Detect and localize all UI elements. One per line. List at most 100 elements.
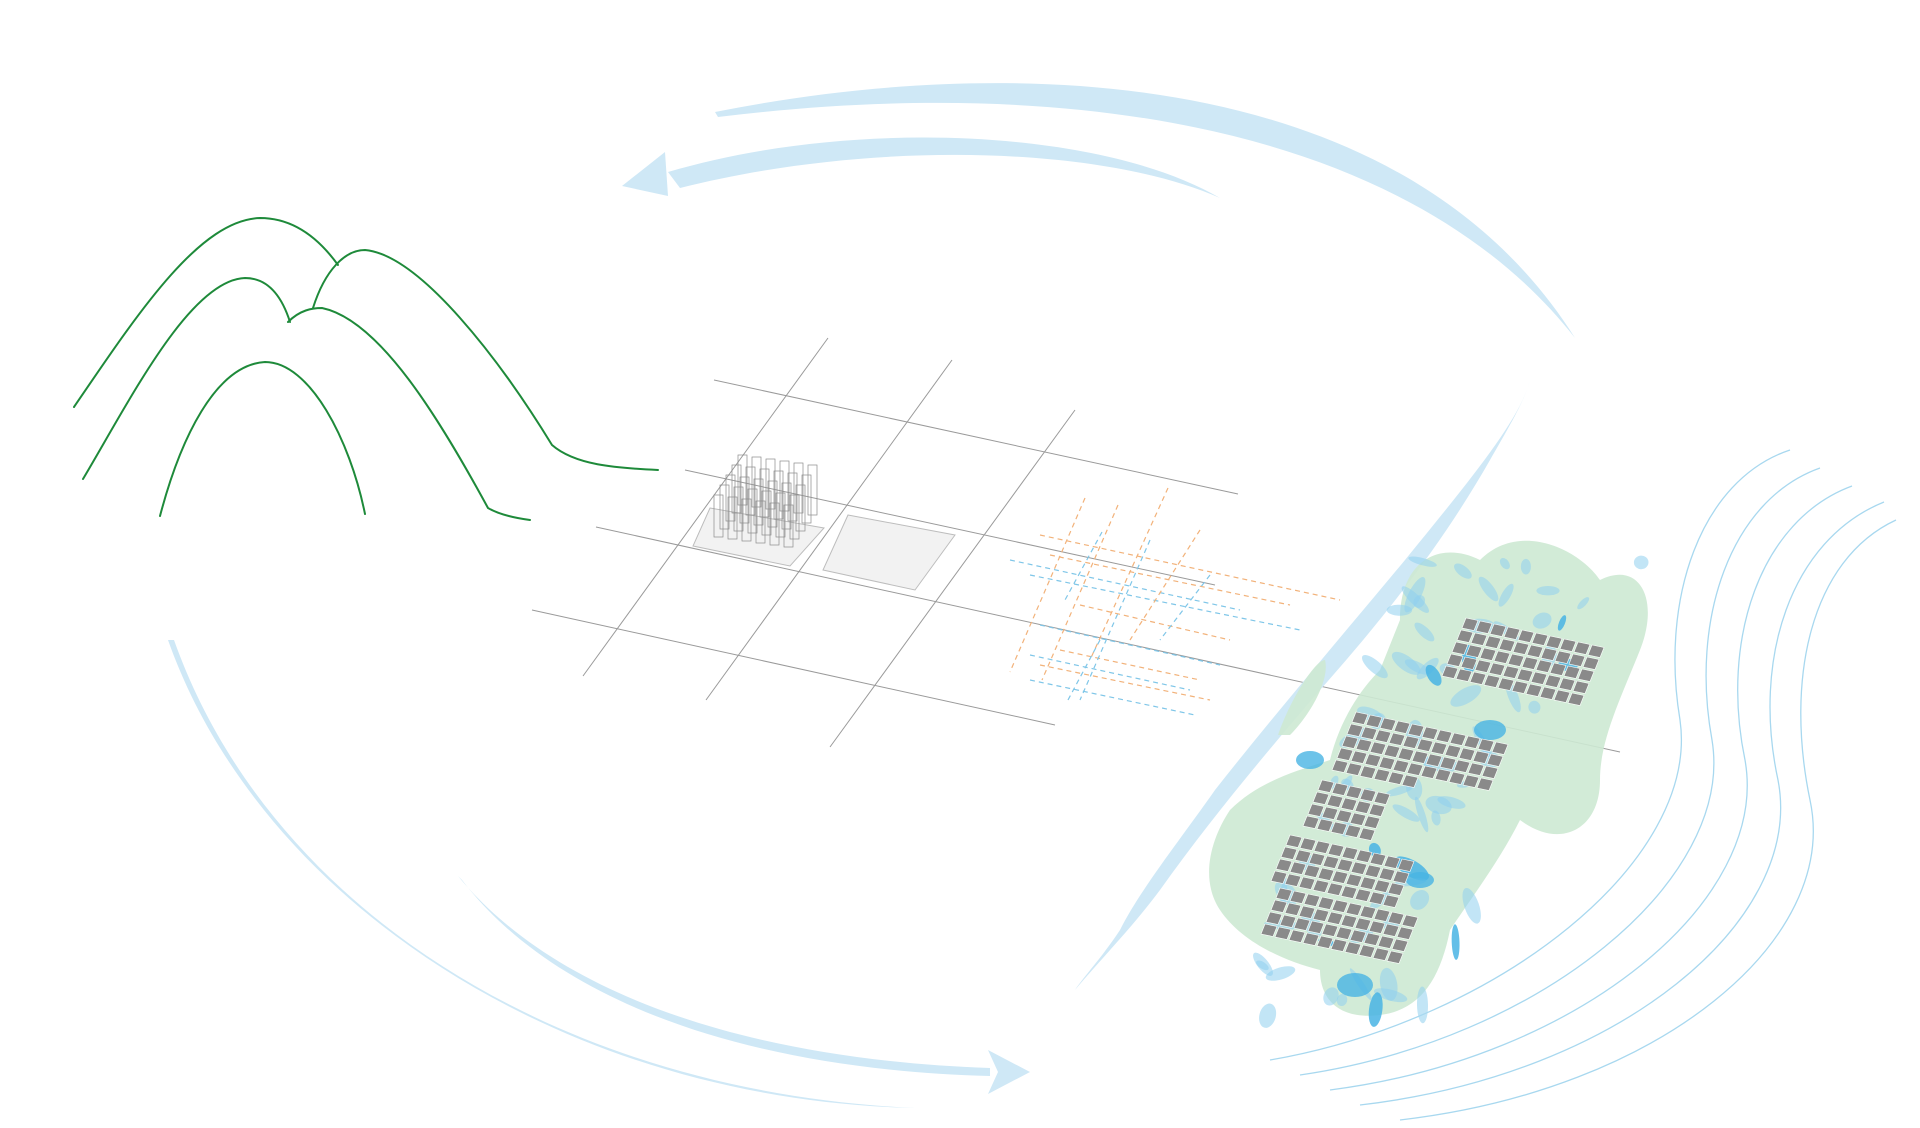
tower-frame <box>807 464 818 516</box>
solar-panel <box>1345 902 1363 916</box>
planning-dashed-line <box>1064 531 1103 601</box>
solar-panel <box>1498 638 1516 652</box>
planning-dashed-line <box>1089 487 1169 661</box>
solar-panel <box>1475 620 1493 634</box>
solar-panel <box>1467 762 1485 776</box>
tower-frame <box>733 486 744 532</box>
water-patch <box>1532 612 1552 629</box>
solar-panel <box>1307 920 1325 934</box>
solar-panel <box>1401 914 1419 928</box>
solar-panel-icon <box>1302 779 1391 841</box>
planning-dashed-line <box>1029 654 1191 691</box>
solar-panel <box>1351 711 1369 725</box>
mountain-icon <box>73 216 339 408</box>
solar-panel <box>1260 923 1278 937</box>
tower-frame <box>765 458 776 510</box>
solar-panel <box>1294 849 1312 863</box>
solar-panel <box>1378 867 1396 881</box>
solar-panel <box>1372 947 1390 961</box>
water-patch <box>1410 889 1430 910</box>
solar-panel <box>1382 923 1400 937</box>
solar-panel <box>1425 753 1443 767</box>
solar-panel <box>1481 765 1499 779</box>
solar-panel <box>1558 677 1576 691</box>
planning-dashed-line <box>1041 504 1119 681</box>
solar-panel <box>1321 806 1339 820</box>
solar-panel <box>1316 935 1334 949</box>
solar-panel <box>1539 686 1557 700</box>
water-patch <box>1361 654 1388 679</box>
solar-panel <box>1364 753 1382 767</box>
solar-panel <box>1465 644 1483 658</box>
building-block-icon <box>692 454 825 567</box>
solar-panel <box>1406 762 1424 776</box>
solar-panel <box>1377 935 1395 949</box>
solar-panel <box>1462 774 1480 788</box>
solar-panel <box>1479 647 1497 661</box>
water-patch <box>1528 700 1541 714</box>
tower-frame <box>789 494 800 540</box>
mountain-icon <box>287 306 531 521</box>
solar-panel <box>1368 803 1386 817</box>
bottom-inner-flow-arrow <box>458 876 990 1076</box>
solar-panel <box>1477 738 1495 752</box>
wave-line <box>1329 485 1853 1091</box>
tower-frame <box>775 492 786 538</box>
solar-panel <box>1401 774 1419 788</box>
solar-panel <box>1451 641 1469 655</box>
tower-frame <box>739 476 750 524</box>
tower-frame <box>751 456 762 508</box>
solar-panel <box>1331 899 1349 913</box>
tower-frame <box>727 496 738 540</box>
water-pool <box>1474 720 1506 740</box>
solar-panel <box>1350 750 1368 764</box>
planning-dashed-line <box>1009 497 1086 673</box>
solar-panel <box>1344 824 1362 838</box>
solar-panel <box>1302 815 1320 829</box>
tower-frame <box>779 460 790 512</box>
water-patch <box>1414 796 1429 833</box>
solar-panel <box>1354 888 1372 902</box>
solar-panel <box>1275 887 1293 901</box>
solar-panel <box>1453 759 1471 773</box>
water-patch <box>1391 651 1421 675</box>
solar-panel <box>1373 879 1391 893</box>
tower-frame <box>783 504 794 548</box>
solar-panel <box>1421 726 1439 740</box>
wetland-green-zone <box>1278 660 1326 735</box>
solar-panel <box>1531 632 1549 646</box>
planning-dashed-line <box>1159 574 1211 641</box>
solar-panel <box>1516 668 1534 682</box>
water-patch <box>1414 622 1435 642</box>
solar-panel <box>1491 741 1509 755</box>
solar-panel-icon <box>1420 729 1509 791</box>
solar-panel <box>1512 641 1530 655</box>
solar-panel-arrays <box>1260 617 1605 964</box>
solar-panel <box>1317 867 1335 881</box>
solar-panel <box>1493 650 1511 664</box>
solar-panel <box>1373 768 1391 782</box>
solar-panel <box>1434 768 1452 782</box>
water-patch <box>1392 804 1420 822</box>
solar-panel <box>1312 791 1330 805</box>
solar-panel <box>1416 738 1434 752</box>
solar-panel <box>1359 876 1377 890</box>
solar-panel <box>1358 827 1376 841</box>
water-patch <box>1425 795 1452 815</box>
solar-panel <box>1285 834 1303 848</box>
solar-panel <box>1525 683 1543 697</box>
solar-panel <box>1407 723 1425 737</box>
solar-panel-icon <box>1331 711 1439 788</box>
solar-panel <box>1327 843 1345 857</box>
solar-panel <box>1312 879 1330 893</box>
solar-panel <box>1382 894 1400 908</box>
water-patch <box>1478 576 1499 602</box>
tower-frame <box>767 480 778 528</box>
tower-frame <box>761 490 772 536</box>
planning-dashed-line <box>1009 559 1241 611</box>
top-inner-flow-arrow <box>668 137 1220 198</box>
solar-panel <box>1486 753 1504 767</box>
solar-panel <box>1326 911 1344 925</box>
solar-panel <box>1469 671 1487 685</box>
tower-frame <box>741 498 752 542</box>
